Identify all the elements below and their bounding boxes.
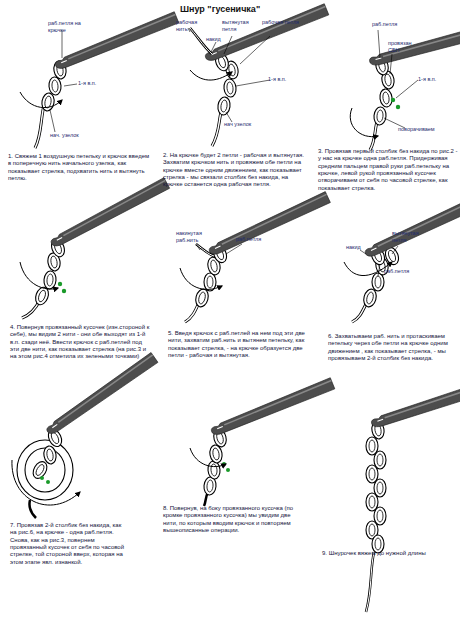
part-label: 1-я в.п. — [418, 76, 448, 83]
step-caption: 9. Шнурочек вяжем до нужной длины — [322, 550, 452, 557]
step-5-drawing — [180, 192, 330, 322]
part-label: 1-я в.п. — [268, 76, 298, 83]
step-3-drawing — [350, 23, 460, 150]
step-9-drawing — [366, 378, 460, 612]
step-caption: 6. Захватываем раб. нить и протаскиваем … — [328, 333, 458, 362]
step-4-drawing — [20, 178, 170, 318]
part-label: раб.петля — [236, 236, 276, 243]
step-caption: 2. На крючке будет 2 петли - рабочая и в… — [163, 152, 305, 189]
part-label: раб.петля — [372, 21, 412, 28]
sheet-title: Шнур "гусеничка" — [180, 4, 320, 15]
step-caption: 8. Повернув, на боку провязанного кусочк… — [163, 505, 295, 534]
step-2-drawing — [188, 4, 329, 146]
part-label: рабочая нить — [176, 19, 210, 32]
part-label: 1-я в.п. — [78, 80, 108, 87]
part-label: провязан СБН — [388, 40, 418, 53]
part-label: накинутая раб.нить — [176, 230, 210, 243]
part-label: накид — [346, 244, 371, 251]
step-1-drawing — [20, 12, 179, 148]
part-label: раб.петля на крючке — [48, 20, 98, 33]
step-8-drawing — [190, 378, 335, 506]
step-caption: 3. Провязав первый столбик без накида по… — [318, 148, 458, 192]
part-label: накид — [206, 36, 231, 43]
step-7-drawing — [12, 353, 158, 518]
part-label: поворачиваем — [398, 126, 448, 133]
step-caption: 7. Провязав 2-й столбик без накида, как … — [10, 522, 128, 566]
step-caption: 4. Повернув провязанный кусочек (изн.сто… — [10, 324, 152, 361]
part-label: нач узелок — [224, 121, 264, 128]
part-label: вытянутая петля — [222, 19, 254, 32]
part-label: нач. узелок — [50, 132, 90, 139]
part-label: вытянутая петля — [392, 230, 426, 243]
step-caption: 1. Свяжем 1 воздушную петельку и крючок … — [8, 153, 153, 182]
part-label: рабочая петля — [262, 19, 302, 26]
step-caption: 5. Введя крючок с раб.петлей на нем под … — [168, 330, 310, 359]
step-6-drawing — [344, 194, 460, 322]
part-label: раб.петля — [384, 268, 424, 275]
